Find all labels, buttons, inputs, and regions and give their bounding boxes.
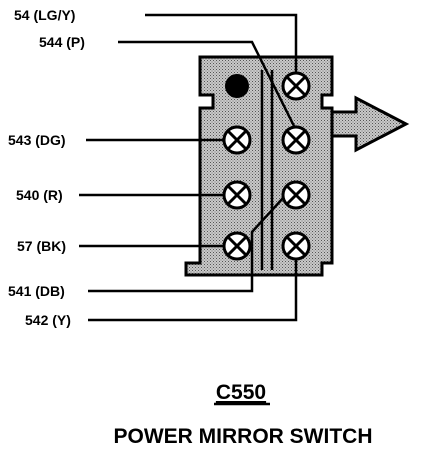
wire-label-540: 540 (R) [16, 187, 63, 203]
pin-r2-left [222, 125, 252, 155]
pin-r4-right [281, 231, 311, 261]
key-dot [225, 74, 249, 98]
pin-r3-left [222, 180, 252, 210]
connector-code: C550 [216, 381, 266, 404]
wire-544 [118, 40, 296, 127]
wire-label-544: 544 (P) [39, 34, 85, 50]
connector-name: POWER MIRROR SWITCH [114, 425, 373, 448]
wire-54 [145, 13, 298, 73]
wire-leads [79, 13, 298, 322]
pin-r1-right [281, 71, 311, 101]
pin-r3-right [281, 180, 311, 210]
connector-body [184, 55, 334, 277]
wire-label-541: 541 (DB) [8, 283, 65, 299]
wire-label-543: 543 (DG) [8, 132, 66, 148]
wire-labels: 54 (LG/Y) 544 (P) 543 (DG) 540 (R) 57 (B… [8, 7, 85, 328]
wire-542 [88, 260, 298, 322]
wire-label-57: 57 (BK) [17, 238, 66, 254]
pin-r2-right [281, 125, 311, 155]
pin-r4-left [222, 231, 252, 261]
connector-pins [222, 71, 311, 261]
wire-label-54: 54 (LG/Y) [14, 7, 75, 23]
lock-arrow-icon [330, 95, 410, 153]
wire-label-542: 542 (Y) [25, 312, 71, 328]
